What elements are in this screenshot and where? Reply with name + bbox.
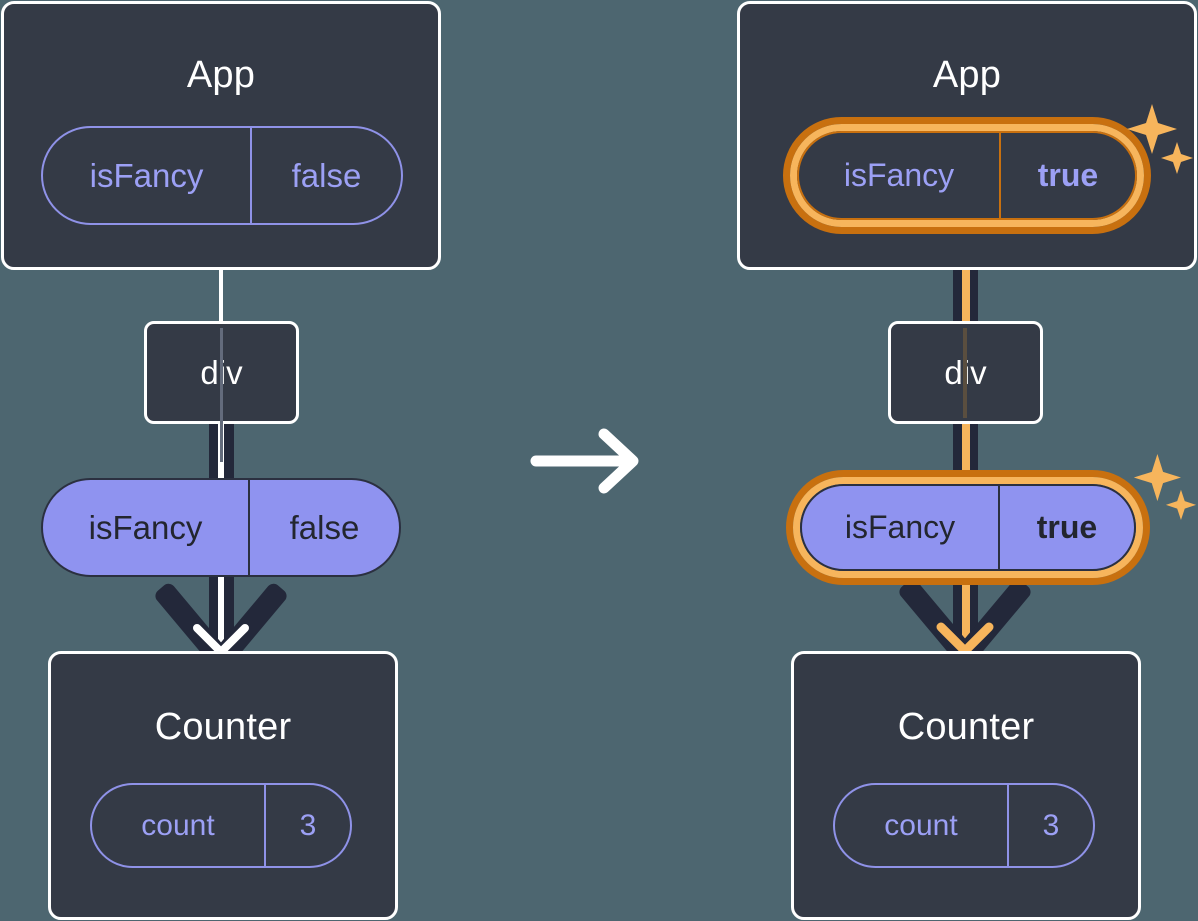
app-state-pill-after: isFancy true xyxy=(797,131,1137,220)
counter-state-key-before: count xyxy=(141,808,215,842)
counter-title-before: Counter xyxy=(154,706,292,748)
connector-app-to-div-core-after xyxy=(962,228,970,324)
counter-state-pill-before: count 3 xyxy=(90,783,352,868)
sparkle-icon-app-after xyxy=(1127,104,1193,174)
app-state-highlight-ring-after xyxy=(783,117,1151,234)
sparkle-icon-prop-after xyxy=(1133,453,1197,520)
counter-state-key-after: count xyxy=(884,808,958,842)
app-state-key-before: isFancy xyxy=(89,156,204,194)
transition-arrow-icon xyxy=(530,428,639,494)
prop-pill-before: isFancy false xyxy=(41,478,401,577)
counter-title-after: Counter xyxy=(897,706,1035,748)
connector-through-div-after xyxy=(963,328,967,418)
app-state-value-before: false xyxy=(250,128,401,223)
prop-value-before: false xyxy=(248,480,399,575)
prop-key-before: isFancy xyxy=(88,508,203,546)
connector-app-to-div-before xyxy=(219,268,223,322)
counter-state-pill-after: count 3 xyxy=(833,783,1095,868)
app-title-before: App xyxy=(186,54,256,96)
app-state-key-after: isFancy xyxy=(843,157,955,193)
counter-state-value-before: 3 xyxy=(264,785,350,866)
prop-highlight-ring-after xyxy=(786,470,1150,585)
app-title-after: App xyxy=(932,54,1002,96)
app-state-pill-before: isFancy false xyxy=(41,126,403,225)
counter-state-value-after: 3 xyxy=(1007,785,1093,866)
prop-key-after: isFancy xyxy=(844,509,956,545)
prop-value-after: true xyxy=(998,486,1134,569)
prop-pill-after: isFancy true xyxy=(800,484,1136,571)
connector-through-div-before xyxy=(220,328,223,462)
app-state-value-after: true xyxy=(999,133,1135,218)
